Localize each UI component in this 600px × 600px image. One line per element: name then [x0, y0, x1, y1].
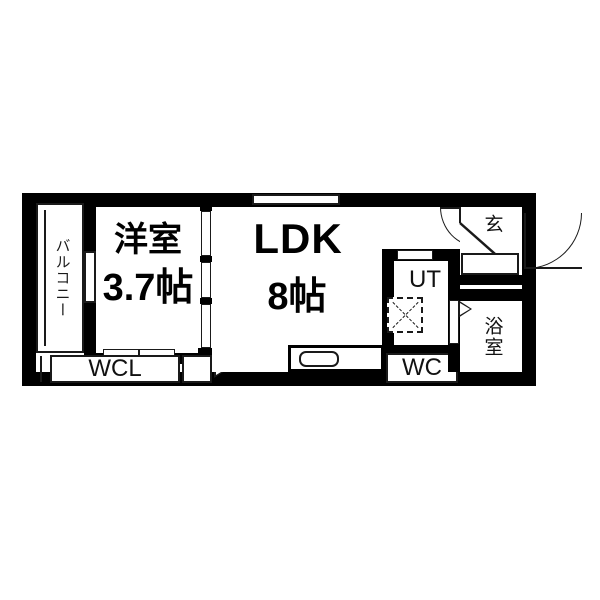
- wcl-door-panel[interactable]: [182, 355, 212, 383]
- wcl-area: [50, 355, 180, 383]
- bath-label: 浴室: [481, 316, 503, 358]
- bedroom-size-label: 3.7帖: [102, 267, 194, 309]
- entrance-door-jamb-top: [522, 193, 536, 213]
- ldk-size-label: 8帖: [267, 276, 327, 318]
- ut-label: UT: [409, 266, 441, 293]
- bath-door-panel[interactable]: [449, 300, 459, 344]
- bedroom-sliding-door-3[interactable]: [201, 304, 211, 348]
- ldk-window[interactable]: [252, 194, 340, 205]
- bedroom-ldk-wall-mid-1: [200, 256, 212, 262]
- bedroom-sliding-door-1[interactable]: [201, 211, 211, 256]
- bedroom-sliding-door-2[interactable]: [201, 262, 211, 298]
- bedroom-label: 洋室: [114, 221, 182, 259]
- bedroom-ldk-wall-top: [200, 193, 212, 211]
- wc-label: WC: [402, 354, 442, 381]
- bath-door-slide-icon-inner: [460, 303, 470, 315]
- kitchen-sink: [299, 351, 339, 367]
- entrance-label: 玄: [481, 213, 503, 235]
- entrance-door-arc[interactable]: [526, 213, 582, 269]
- balcony-label: バルコニー: [53, 238, 71, 318]
- entrance-door-leaf: [524, 213, 526, 269]
- ldk-area: [212, 207, 382, 372]
- balcony-partition-wall: [84, 193, 96, 251]
- bedroom-ldk-wall-mid-2: [200, 298, 212, 304]
- balcony-partition-wall-lower: [84, 303, 96, 353]
- entrance-door-threshold: [526, 267, 582, 269]
- washing-machine-pan-icon: [387, 297, 423, 333]
- wcl-divider-line: [40, 356, 42, 382]
- outer-wall-top-right: [294, 193, 536, 207]
- balcony-rail: [44, 210, 46, 346]
- wcl-label: WCL: [88, 355, 142, 382]
- wc-area: [386, 353, 458, 383]
- outer-wall-left: [22, 193, 36, 386]
- entrance-door-jamb-bottom: [522, 269, 536, 289]
- entrance-step-wall: [460, 275, 522, 285]
- bath-top-wall: [448, 289, 536, 301]
- ut-top-opening[interactable]: [397, 250, 433, 260]
- wc-top-wall: [382, 345, 460, 355]
- balcony-window[interactable]: [84, 251, 96, 303]
- shoe-cabinet: [461, 253, 519, 275]
- bedroom-area: [96, 207, 200, 353]
- ldk-label: LDK: [253, 215, 343, 262]
